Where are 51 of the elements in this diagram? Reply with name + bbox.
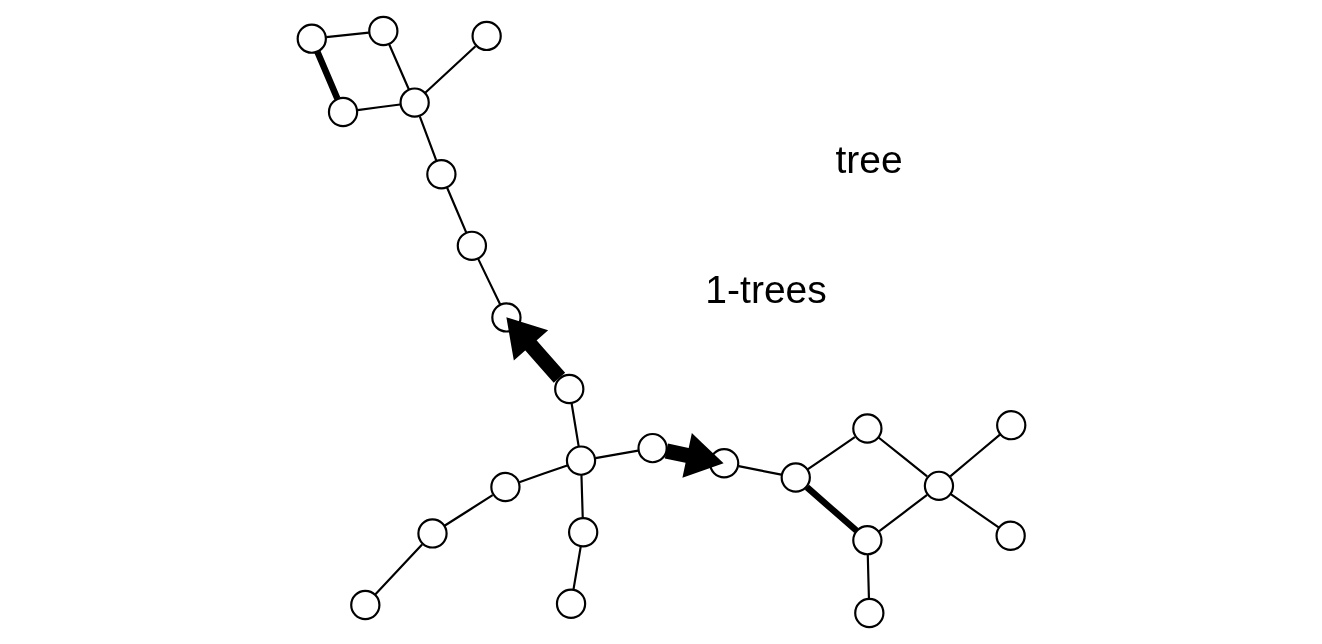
node-circle: [994, 520, 1026, 551]
connector: [443, 494, 493, 527]
node-circle: [296, 23, 327, 54]
connector: [313, 50, 340, 100]
node-circle: [780, 462, 811, 493]
arrow: [505, 317, 565, 383]
connector: [570, 403, 580, 447]
arrow: [664, 433, 724, 478]
connector: [737, 465, 781, 476]
node-circle: [470, 20, 502, 52]
connector: [445, 186, 467, 234]
node-circle: [553, 373, 584, 405]
connector: [877, 493, 928, 533]
connector: [866, 554, 870, 599]
node-circle: [636, 432, 668, 464]
node-circle: [490, 302, 522, 333]
connector: [806, 436, 855, 471]
label: tree: [834, 137, 903, 181]
connector: [804, 484, 859, 534]
node-circle: [565, 445, 596, 476]
node-circle: [851, 413, 883, 444]
connector: [949, 493, 1000, 529]
connector: [571, 546, 582, 590]
connector: [356, 103, 400, 112]
connector: [418, 116, 437, 161]
node-circle: [416, 518, 448, 549]
connector: [877, 436, 928, 478]
node-circle: [853, 597, 884, 629]
connector: [373, 543, 423, 596]
node-circle: [923, 470, 954, 502]
node-circle: [708, 448, 739, 479]
node-circle: [327, 96, 358, 128]
node-circle: [489, 471, 521, 503]
connector: [424, 45, 476, 94]
node-circle: [851, 525, 883, 556]
connector: [476, 258, 501, 305]
connector: [579, 475, 584, 518]
node-circle: [995, 410, 1026, 441]
label: 1-trees: [704, 267, 827, 311]
node-circle: [567, 517, 598, 548]
connector: [387, 43, 410, 90]
connector: [949, 433, 1001, 478]
node-circle: [555, 588, 586, 619]
connector: [518, 464, 568, 484]
node-circle: [367, 15, 398, 47]
node-circle: [456, 230, 487, 261]
node-circle: [349, 589, 380, 621]
connector: [325, 31, 369, 39]
node-circle: [425, 159, 457, 190]
connector: [594, 449, 638, 460]
node-circle: [398, 87, 430, 118]
